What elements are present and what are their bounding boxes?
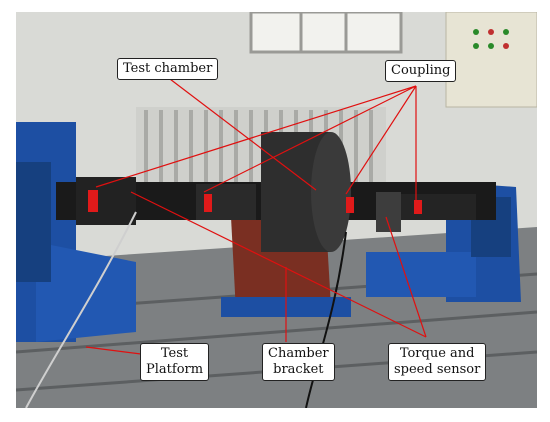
leader-line xyxy=(130,191,427,338)
label-test-platform: Test Platform xyxy=(140,343,210,381)
label-text: Coupling xyxy=(391,63,451,78)
label-text: Test chamber xyxy=(123,61,213,76)
label-text-line-2: bracket xyxy=(273,362,324,377)
left-motor-mount xyxy=(16,122,136,342)
leader-line xyxy=(85,346,142,355)
leader-line xyxy=(165,75,317,191)
leader-line xyxy=(95,85,417,188)
leader-line xyxy=(203,85,417,193)
label-text-line-1: Test xyxy=(160,346,189,361)
control-cabinet xyxy=(445,12,537,108)
test-chamber-body xyxy=(261,132,351,252)
label-text-line-1: Torque and xyxy=(399,346,475,361)
leader-line xyxy=(345,85,417,195)
coupling-band xyxy=(204,194,212,212)
coupling-band xyxy=(414,200,422,214)
label-test-chamber: Test chamber xyxy=(117,58,219,80)
label-text-line-1: Chamber xyxy=(268,346,329,361)
label-coupling: Coupling xyxy=(385,60,457,82)
coupling-band xyxy=(346,197,354,213)
label-text-line-2: speed sensor xyxy=(394,362,481,377)
label-text-line-2: Platform xyxy=(146,362,204,377)
window xyxy=(249,12,403,54)
coupling-band xyxy=(88,190,98,212)
leader-line xyxy=(385,216,427,338)
label-chamber-bracket: Chamber bracket xyxy=(262,343,335,381)
label-torque-speed-sensor: Torque and speed sensor xyxy=(388,343,487,381)
